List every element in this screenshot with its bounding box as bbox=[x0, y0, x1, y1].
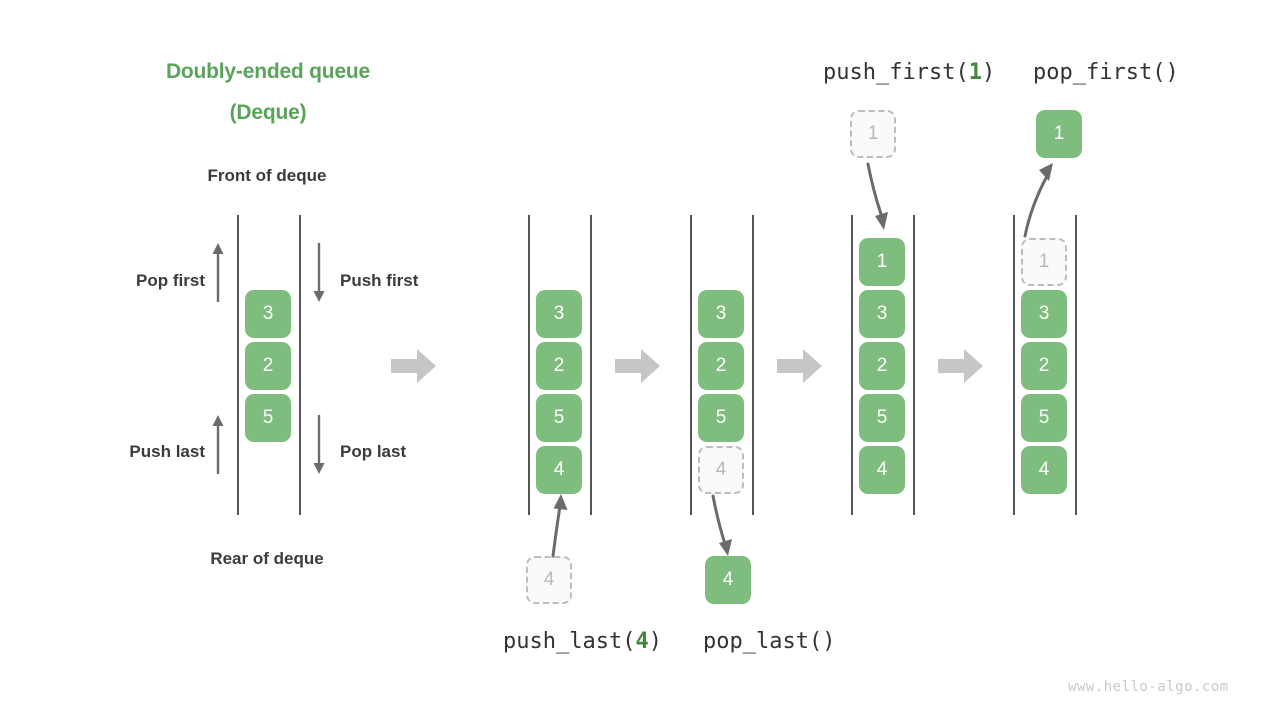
incoming-element-ghost: 1 bbox=[850, 110, 896, 158]
op-close: ) bbox=[981, 60, 996, 85]
push-first-motion-arrow-icon bbox=[857, 162, 897, 234]
deque-cell: 3 bbox=[1021, 290, 1067, 338]
pop-first-arrow-icon bbox=[206, 242, 230, 304]
front-of-deque-label: Front of deque bbox=[207, 166, 327, 185]
legend-cell: 3 bbox=[245, 290, 291, 338]
op-label-pop-last: pop_last() bbox=[703, 629, 835, 654]
push-first-label: Push first bbox=[340, 271, 419, 290]
op-close: ) bbox=[648, 629, 662, 654]
deque-cell: 5 bbox=[1021, 394, 1067, 442]
deque-cell: 4 bbox=[859, 446, 905, 494]
deque-cell: 2 bbox=[1021, 342, 1067, 390]
legend-cell: 5 bbox=[245, 394, 291, 442]
legend-rail-right bbox=[299, 215, 301, 515]
op-label-pop-first: pop_first() bbox=[1033, 60, 1179, 85]
removed-element-ghost: 4 bbox=[698, 446, 744, 494]
stage-arrow-icon bbox=[777, 347, 823, 385]
push-last-motion-arrow-icon bbox=[540, 492, 580, 558]
panel-push-first-rail-left bbox=[851, 215, 853, 515]
outgoing-element: 1 bbox=[1036, 110, 1082, 158]
op-close: ) bbox=[822, 629, 836, 654]
op-name: push_last( bbox=[503, 629, 636, 654]
legend-rail-left bbox=[237, 215, 239, 515]
watermark: www.hello-algo.com bbox=[1068, 679, 1229, 695]
pop-first-label: Pop first bbox=[136, 271, 205, 290]
op-name: pop_last( bbox=[703, 629, 823, 654]
panel-pop-first-rail-right bbox=[1075, 215, 1077, 515]
deque-cell: 3 bbox=[536, 290, 582, 338]
push-last-label: Push last bbox=[129, 442, 205, 461]
legend-cell: 2 bbox=[245, 342, 291, 390]
panel-push-last-rail-right bbox=[590, 215, 592, 515]
stage-arrow-icon bbox=[391, 347, 437, 385]
op-label-push-first: push_first(1) bbox=[823, 60, 995, 85]
stage-arrow-icon bbox=[615, 347, 661, 385]
pop-last-motion-arrow-icon bbox=[700, 494, 740, 560]
deque-cell: 5 bbox=[859, 394, 905, 442]
op-arg: 1 bbox=[968, 60, 982, 85]
outgoing-element: 4 bbox=[705, 556, 751, 604]
deque-cell: 4 bbox=[1021, 446, 1067, 494]
incoming-element-ghost: 4 bbox=[526, 556, 572, 604]
deque-cell: 1 bbox=[859, 238, 905, 286]
diagram-title-line2: (Deque) bbox=[229, 101, 307, 124]
panel-pop-last-rail-right bbox=[752, 215, 754, 515]
deque-cell: 3 bbox=[859, 290, 905, 338]
pop-last-label: Pop last bbox=[340, 442, 407, 461]
pop-last-arrow-icon bbox=[307, 414, 331, 476]
diagram-title-line1: Doubly-ended queue bbox=[165, 60, 371, 83]
deque-cell: 5 bbox=[536, 394, 582, 442]
deque-cell: 3 bbox=[698, 290, 744, 338]
stage-arrow-icon bbox=[938, 347, 984, 385]
op-label-push-last: push_last(4) bbox=[503, 629, 662, 654]
panel-pop-last-rail-left bbox=[690, 215, 692, 515]
push-first-arrow-icon bbox=[307, 242, 331, 304]
op-name: push_first( bbox=[823, 60, 969, 85]
pop-first-motion-arrow-icon bbox=[1013, 160, 1061, 238]
panel-push-last-rail-left bbox=[528, 215, 530, 515]
op-arg: 4 bbox=[635, 629, 649, 654]
deque-cell: 2 bbox=[536, 342, 582, 390]
deque-cell: 2 bbox=[859, 342, 905, 390]
panel-push-first-rail-right bbox=[913, 215, 915, 515]
op-close: ) bbox=[1165, 60, 1179, 85]
rear-of-deque-label: Rear of deque bbox=[210, 549, 324, 568]
push-last-arrow-icon bbox=[206, 414, 230, 476]
deque-cell: 2 bbox=[698, 342, 744, 390]
removed-element-ghost: 1 bbox=[1021, 238, 1067, 286]
panel-pop-first-rail-left bbox=[1013, 215, 1015, 515]
deque-cell: 4 bbox=[536, 446, 582, 494]
op-name: pop_first( bbox=[1033, 60, 1166, 85]
deque-cell: 5 bbox=[698, 394, 744, 442]
